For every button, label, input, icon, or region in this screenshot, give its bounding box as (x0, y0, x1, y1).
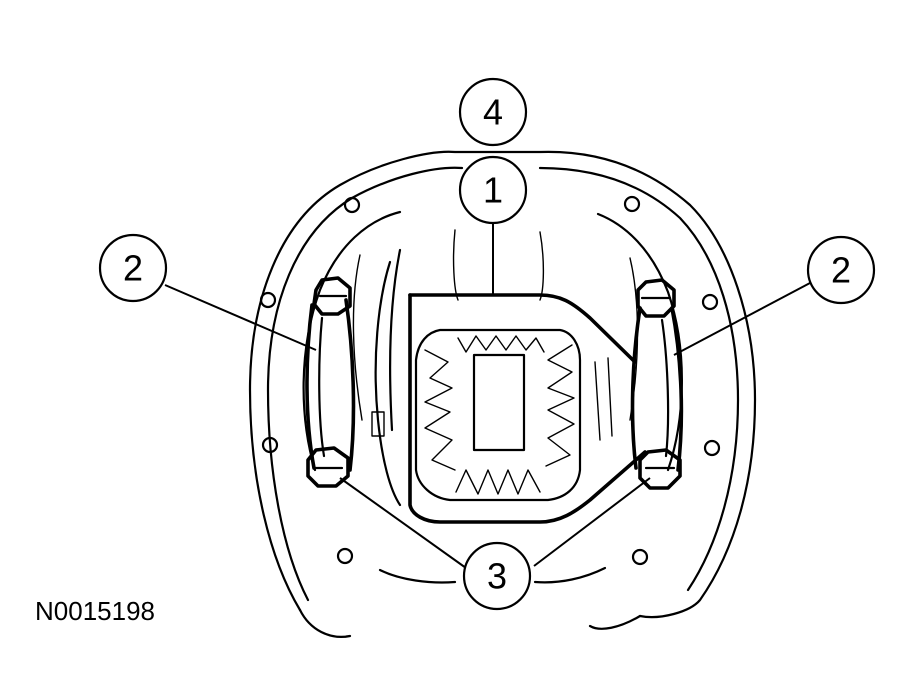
right-bearing-cap (630, 306, 684, 472)
callout-4: 4 (458, 77, 528, 147)
bolt-bottom-left (306, 446, 350, 488)
leader-lines (164, 215, 811, 569)
callout-1: 1 (458, 155, 528, 225)
housing-flange (248, 150, 757, 638)
callout-2-left-label: 2 (123, 248, 143, 289)
callout-4-label: 4 (483, 92, 503, 133)
differential-window (414, 328, 582, 502)
callout-2-left: 2 (98, 233, 168, 303)
figure-reference-code: N0015198 (35, 596, 155, 626)
flange-bolt-holes (259, 195, 721, 566)
callout-2-right: 2 (806, 235, 876, 305)
cap-bolts (306, 276, 682, 490)
callout-1-label: 1 (483, 170, 503, 211)
callout-3: 3 (462, 541, 532, 611)
differential-carrier (371, 248, 647, 524)
left-bearing-cap (305, 298, 356, 472)
bolt-top-right (636, 278, 676, 318)
bolt-bottom-right (638, 448, 682, 490)
callout-3-label: 3 (487, 556, 507, 597)
bolt-top-left (312, 276, 352, 316)
callout-2-right-label: 2 (831, 250, 851, 291)
